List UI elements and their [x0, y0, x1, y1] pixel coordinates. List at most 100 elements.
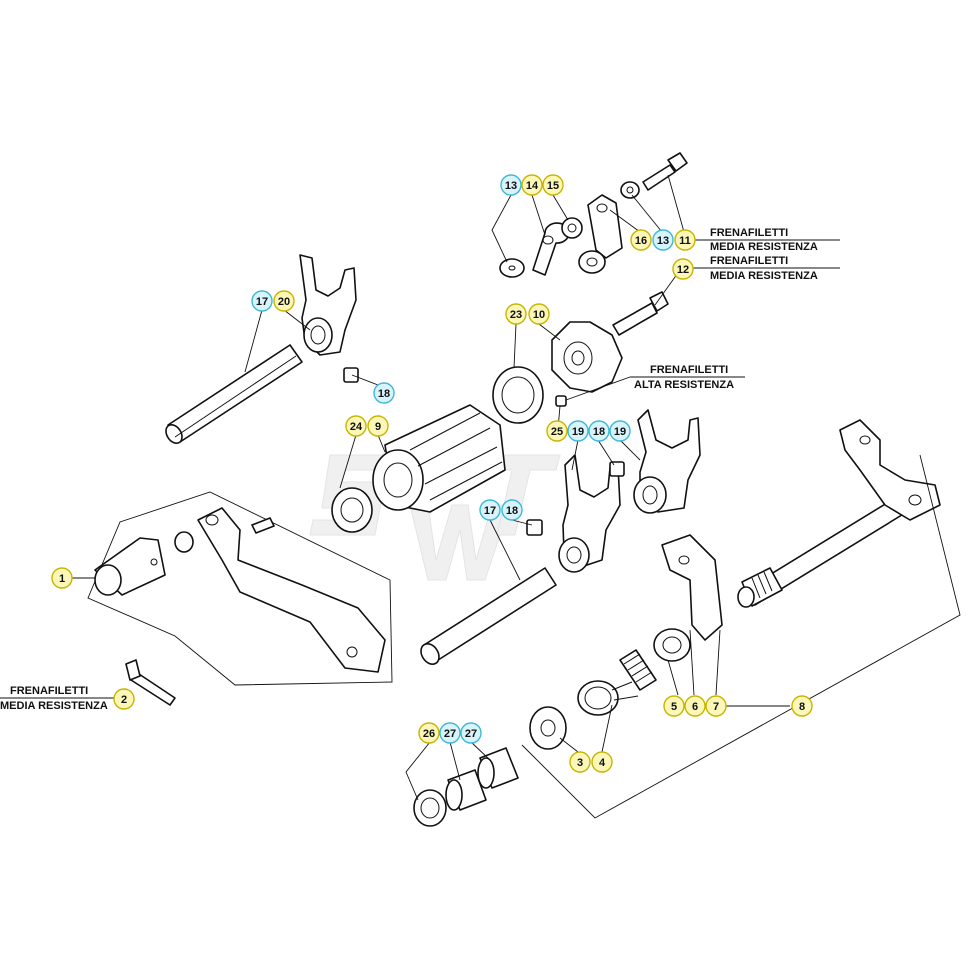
svg-text:17: 17: [256, 296, 268, 308]
callout-4: 4: [591, 751, 613, 773]
callout-26: 26: [418, 722, 440, 744]
svg-text:3: 3: [577, 757, 583, 769]
bush-27b: [477, 747, 519, 789]
callout-7: 7: [705, 695, 727, 717]
svg-text:8: 8: [799, 701, 805, 713]
note-frenafiletti-2: FRENAFILETTI MEDIA RESISTENZA: [0, 685, 108, 712]
svg-text:12: 12: [677, 264, 689, 276]
svg-text:14: 14: [526, 180, 539, 192]
svg-text:5: 5: [671, 701, 677, 713]
star-10: [551, 321, 623, 393]
svg-text:19: 19: [572, 426, 584, 438]
svg-text:18: 18: [378, 388, 390, 400]
callout-3: 3: [569, 751, 591, 773]
note-frenafiletti-11: FRENAFILETTI MEDIA RESISTENZA: [710, 227, 818, 253]
note-line2: MEDIA RESISTENZA: [0, 700, 108, 712]
shift-pedal-box: [87, 491, 393, 686]
callout-27: 27: [439, 722, 461, 744]
callout-18: 18: [501, 499, 523, 521]
callout-1: 1: [51, 567, 73, 589]
svg-text:18: 18: [593, 426, 605, 438]
svg-text:18: 18: [506, 505, 518, 517]
bearing-24: [331, 487, 373, 533]
bolt-12: [612, 291, 669, 336]
svg-text:13: 13: [657, 235, 669, 247]
callout-13: 13: [652, 229, 674, 251]
svg-text:24: 24: [350, 421, 363, 433]
callout-16: 16: [630, 229, 652, 251]
svg-text:2: 2: [121, 694, 127, 706]
callout-18: 18: [373, 382, 395, 404]
spring-5: [619, 649, 657, 691]
callout-2: 2: [113, 688, 135, 710]
callout-17: 17: [251, 290, 273, 312]
svg-text:27: 27: [465, 728, 477, 740]
svg-text:13: 13: [505, 180, 517, 192]
note-line1: FRENAFILETTI: [650, 364, 728, 376]
note-line2: MEDIA RESISTENZA: [710, 241, 818, 253]
svg-text:23: 23: [510, 309, 522, 321]
selector-drum-9: [372, 404, 506, 513]
note-frenafiletti-25: FRENAFILETTI ALTA RESISTENZA: [634, 364, 734, 391]
svg-text:4: 4: [599, 757, 606, 769]
pedal-washer: [174, 531, 194, 553]
note-line1: FRENAFILETTI: [710, 227, 788, 239]
pin-25: [555, 395, 567, 407]
bush-18c: [526, 519, 543, 536]
note-line1: FRENAFILETTI: [10, 685, 88, 697]
spring-4: [577, 680, 639, 716]
plate-7: [661, 534, 723, 641]
svg-text:1: 1: [59, 573, 65, 585]
bush-18b: [609, 461, 625, 477]
bush-27a: [445, 769, 487, 811]
callout-23: 23: [505, 303, 527, 325]
svg-text:9: 9: [375, 421, 381, 433]
callout-8: 8: [791, 695, 813, 717]
pedal-pin: [251, 517, 275, 534]
shift-pedal-arm: [197, 507, 386, 673]
svg-text:11: 11: [679, 235, 691, 247]
svg-text:15: 15: [547, 180, 559, 192]
callout-15: 15: [542, 174, 564, 196]
callout-14: 14: [521, 174, 543, 196]
callout-17: 17: [479, 499, 501, 521]
svg-text:6: 6: [692, 701, 698, 713]
pedal-end-1: [94, 537, 166, 596]
callout-6: 6: [684, 695, 706, 717]
washer-3: [529, 706, 567, 750]
lever-16: [578, 194, 623, 274]
callout-12: 12: [672, 258, 694, 280]
callout-19: 19: [567, 420, 589, 442]
callout-20: 20: [273, 290, 295, 312]
callout-9: 9: [367, 415, 389, 437]
svg-text:7: 7: [713, 701, 719, 713]
note-line1: FRENAFILETTI: [710, 255, 788, 267]
callout-13: 13: [500, 174, 522, 196]
leader-lines: [0, 174, 961, 819]
selector-shaft-8: [737, 419, 941, 608]
nut-15: [561, 217, 583, 239]
shift-fork-shaft-upper: [165, 344, 303, 445]
shift-fork-shaft-lower: [420, 567, 557, 666]
bearing-26: [413, 789, 447, 827]
shift-fork-upper: [299, 254, 357, 356]
callout-25: 25: [546, 420, 568, 442]
callout-24: 24: [345, 415, 367, 437]
svg-text:10: 10: [533, 309, 545, 321]
svg-text:25: 25: [551, 426, 563, 438]
svg-text:20: 20: [278, 296, 290, 308]
note-line2: ALTA RESISTENZA: [634, 379, 734, 391]
shift-fork-right: [633, 409, 701, 514]
svg-text:19: 19: [614, 426, 626, 438]
callout-18: 18: [588, 420, 610, 442]
washer-13b: [620, 181, 640, 199]
svg-text:26: 26: [423, 728, 435, 740]
callout-5: 5: [663, 695, 685, 717]
bolt-2: [125, 659, 176, 706]
bush-6: [653, 628, 691, 662]
callout-10: 10: [528, 303, 550, 325]
callout-19: 19: [609, 420, 631, 442]
bush-18a: [343, 367, 359, 383]
note-line2: MEDIA RESISTENZA: [710, 270, 818, 282]
